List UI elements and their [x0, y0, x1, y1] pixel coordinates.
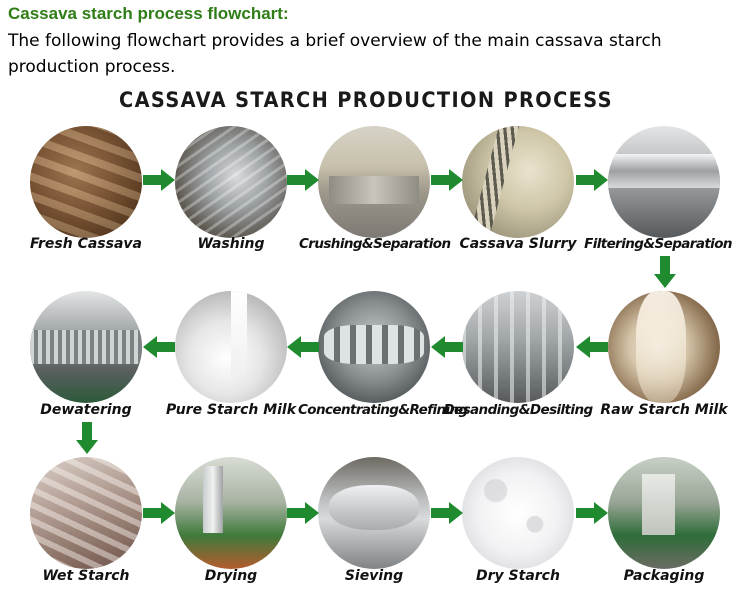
sieving-image [318, 457, 430, 569]
arrow-right-icon [143, 502, 175, 524]
step-label-washing: Washing [197, 236, 265, 252]
intro-paragraph: The following flowchart provides a brief… [8, 31, 662, 77]
step-label-fresh-cassava: Fresh Cassava [29, 236, 142, 252]
concentrating-refining-image [318, 291, 430, 403]
dry-starch-image [462, 457, 574, 569]
desanding-desilting-image [462, 291, 574, 403]
step-label-dry-starch: Dry Starch [476, 568, 560, 584]
arrow-left-icon [143, 336, 175, 358]
step-label-crushing-separation: Crushing&Separation [299, 236, 451, 252]
arrow-right-icon [431, 502, 463, 524]
step-label-raw-starch-milk: Raw Starch Milk [600, 402, 728, 418]
packaging-image [608, 457, 720, 569]
arrow-right-icon [143, 169, 175, 191]
flowchart-title: CASSAVA STARCH PRODUCTION PROCESS [119, 88, 613, 112]
fresh-cassava-image [30, 126, 142, 238]
step-label-packaging: Packaging [623, 568, 705, 584]
filtering-separation-image [608, 126, 720, 238]
arrow-left-icon [576, 336, 608, 358]
page-heading: Cassava starch process flowchart: [8, 4, 289, 23]
step-label-concentrating-refining: Concentrating&Refining [298, 402, 468, 418]
drying-image [175, 457, 287, 569]
raw-starch-milk-image [608, 291, 720, 403]
arrow-right-icon [431, 169, 463, 191]
arrow-down-icon [654, 256, 676, 288]
step-label-dewatering: Dewatering [40, 402, 132, 418]
arrow-right-icon [576, 169, 608, 191]
cassava-slurry-image [462, 126, 574, 238]
arrow-right-icon [287, 502, 319, 524]
crushing-separation-image [318, 126, 430, 238]
wet-starch-image [30, 457, 142, 569]
step-label-drying: Drying [204, 568, 258, 584]
step-label-cassava-slurry: Cassava Slurry [459, 236, 577, 252]
arrow-down-icon [76, 422, 98, 454]
pure-starch-milk-image [175, 291, 287, 403]
step-label-sieving: Sieving [344, 568, 404, 584]
dewatering-image [30, 291, 142, 403]
step-label-pure-starch-milk: Pure Starch Milk [165, 402, 297, 418]
step-label-filtering-separation: Filtering&Separation [584, 236, 732, 252]
arrow-left-icon [287, 336, 319, 358]
step-label-desanding-desilting: Desanding&Desilting [443, 402, 593, 418]
step-label-wet-starch: Wet Starch [42, 568, 130, 584]
arrow-right-icon [576, 502, 608, 524]
arrow-left-icon [431, 336, 463, 358]
washing-image [175, 126, 287, 238]
arrow-right-icon [287, 169, 319, 191]
